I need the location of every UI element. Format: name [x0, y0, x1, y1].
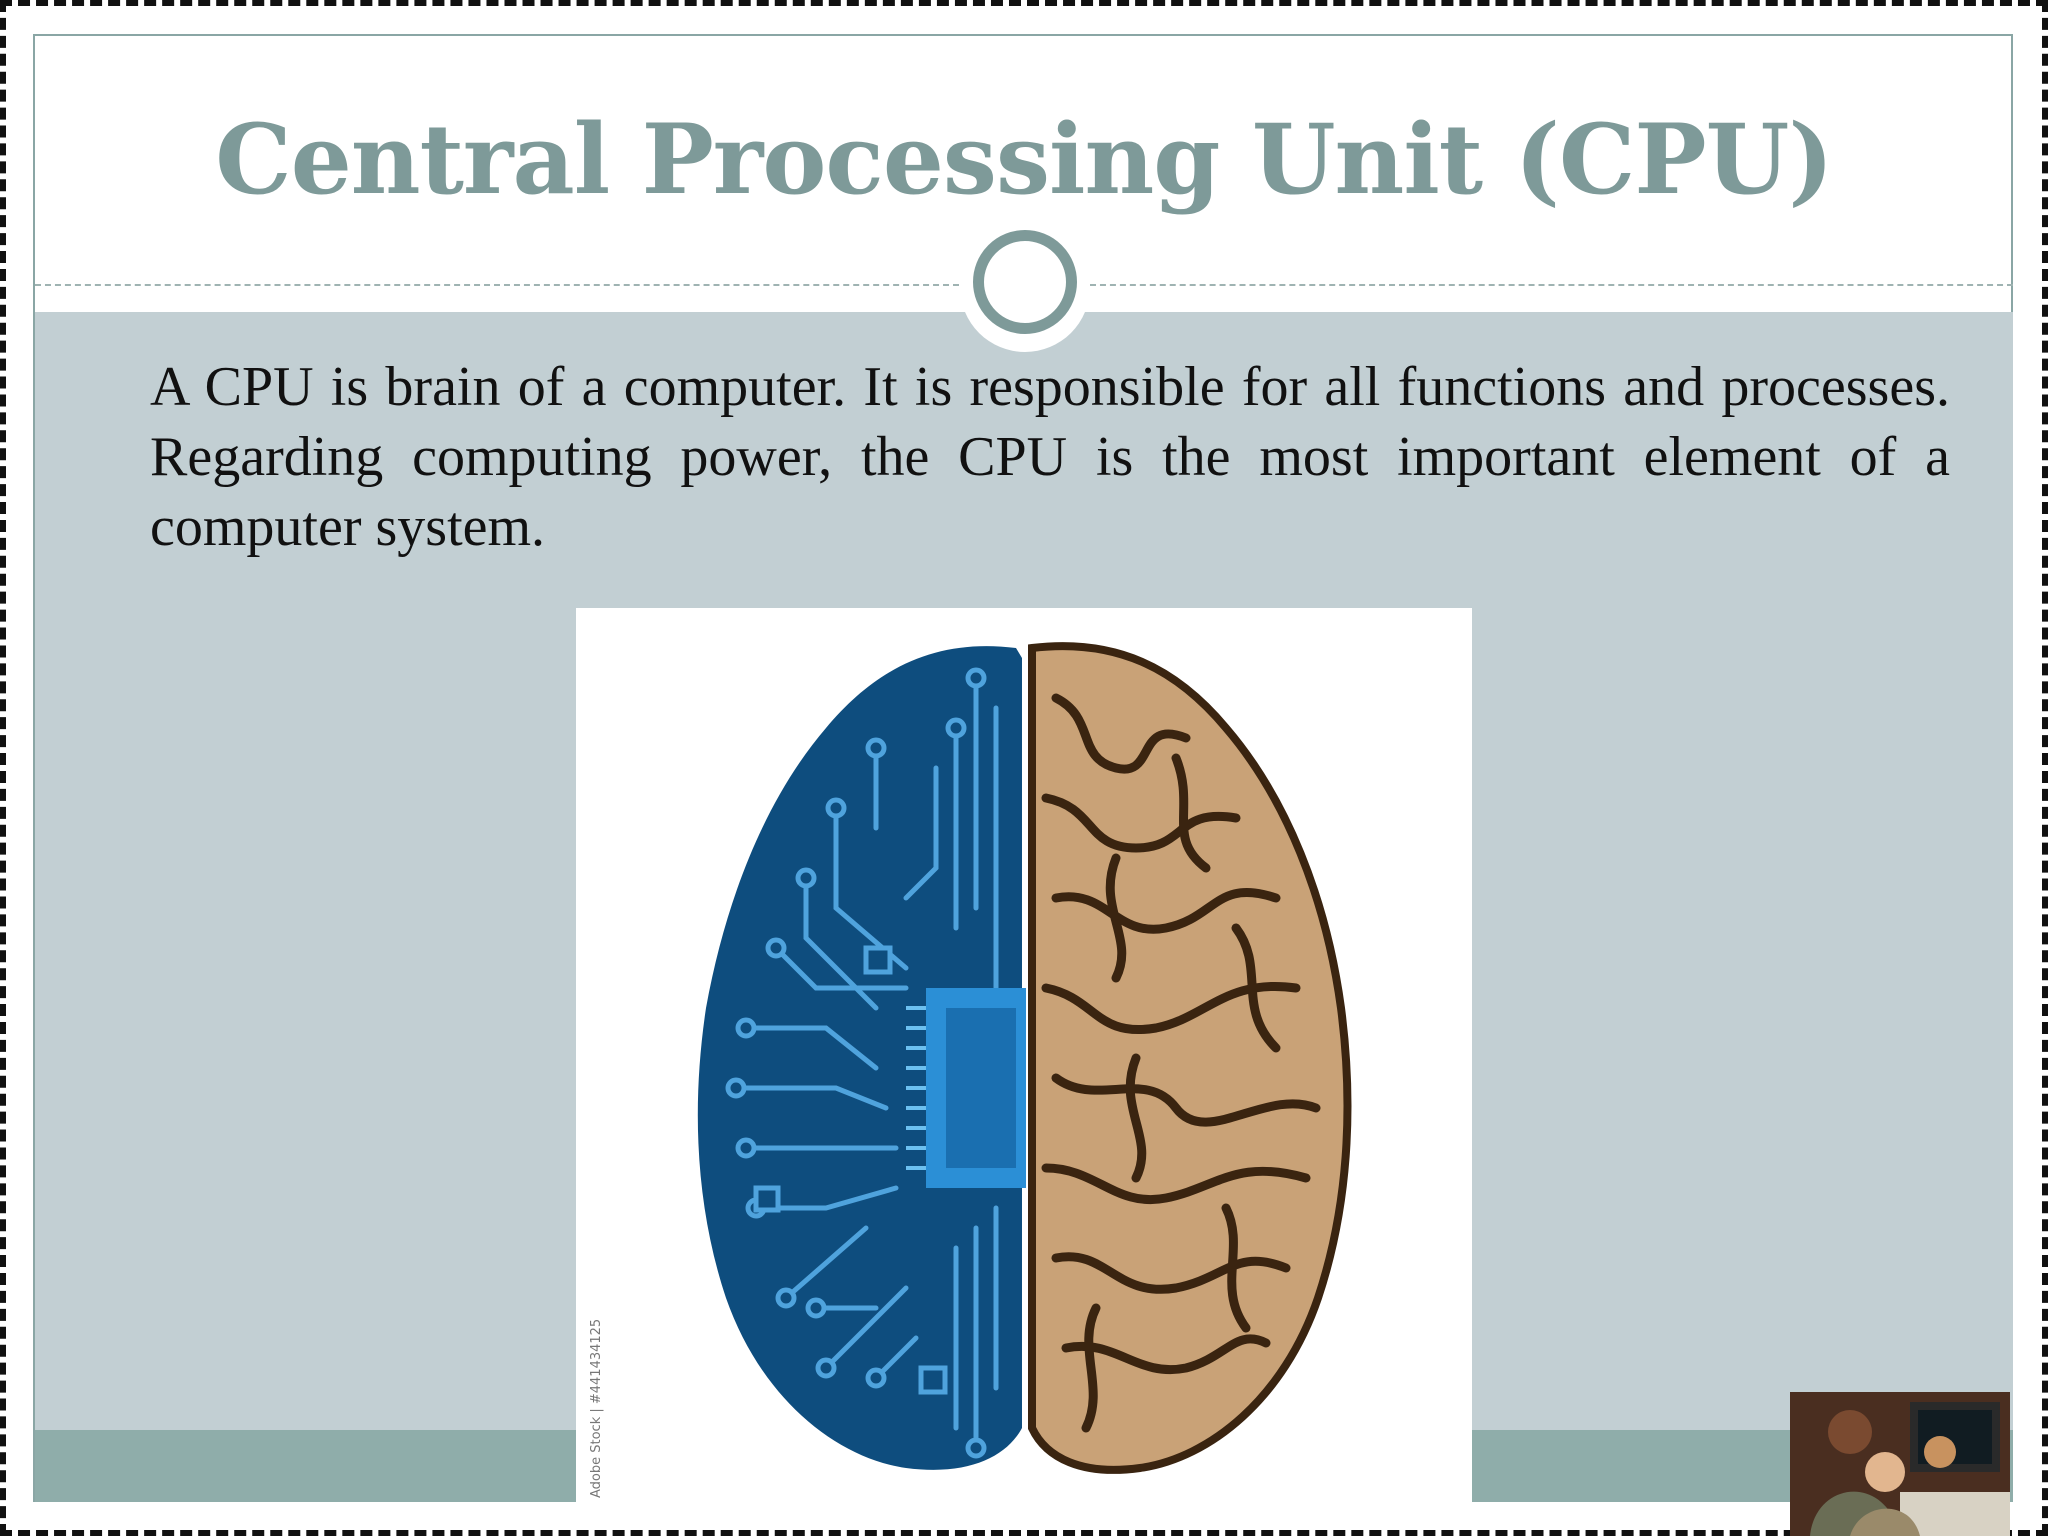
slide-title: Central Processing Unit (CPU): [215, 103, 1833, 216]
image-watermark: Adobe Stock | #441434125: [589, 1319, 604, 1498]
thumbnail-illustration: [1790, 1392, 2010, 1536]
divider-circle-ornament: [973, 230, 1077, 334]
brain-circuit-illustration: Adobe Stock | #441434125: [576, 608, 1472, 1502]
chip-graphic: [906, 988, 1026, 1188]
slide-body-text: A CPU is brain of a computer. It is resp…: [150, 356, 1950, 558]
cpu-brain-image: Adobe Stock | #441434125: [576, 608, 1472, 1502]
title-divider-right: [1090, 284, 2013, 286]
title-divider-left: [35, 284, 959, 286]
vintage-computer-photo-thumbnail: [1790, 1392, 2010, 1536]
